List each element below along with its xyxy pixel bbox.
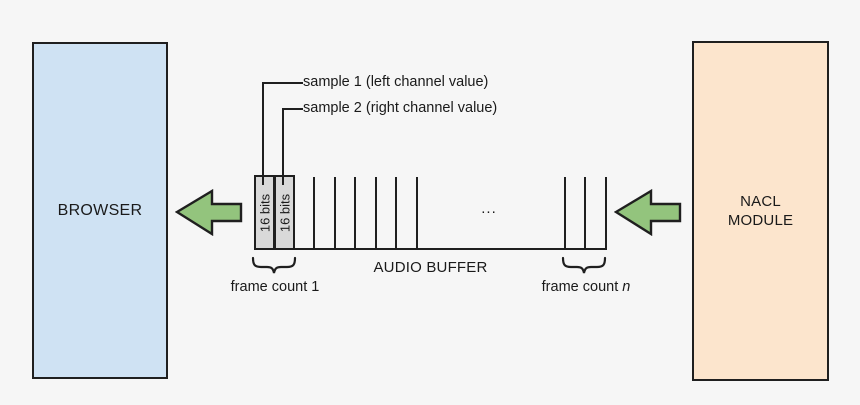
buffer-cell-divider bbox=[354, 177, 356, 250]
frame-count-n-variable: n bbox=[622, 279, 631, 295]
nacl-module-box: NACL MODULE bbox=[692, 41, 829, 381]
browser-box: BROWSER bbox=[32, 42, 168, 379]
sample2-cell: 16 bits bbox=[274, 175, 295, 250]
sample1-label: sample 1 (left channel value) bbox=[303, 74, 489, 90]
buffer-ellipsis: ... bbox=[481, 200, 497, 217]
buffer-cell-divider bbox=[334, 177, 336, 250]
nacl-label-line1: NACL bbox=[740, 193, 781, 210]
sample1-leader-line bbox=[262, 82, 303, 84]
sample2-leader-line bbox=[282, 108, 303, 110]
buffer-baseline bbox=[254, 248, 607, 250]
nacl-module-label: NACL MODULE bbox=[728, 192, 793, 230]
frame-count-n-label: frame count n bbox=[516, 279, 656, 295]
audio-buffer-label: AUDIO BUFFER bbox=[373, 259, 488, 276]
sample1-cell: 16 bits bbox=[254, 175, 275, 250]
sample2-label: sample 2 (right channel value) bbox=[303, 100, 498, 116]
right-arrow-icon bbox=[614, 189, 682, 236]
buffer-cell-divider bbox=[416, 177, 418, 250]
frame-count-n-brace bbox=[561, 256, 607, 274]
buffer-cell-divider bbox=[375, 177, 377, 250]
sample1-leader-line bbox=[262, 82, 264, 185]
sample2-cell-label: 16 bits bbox=[277, 193, 292, 232]
frame-count-1-label: frame count 1 bbox=[230, 279, 320, 295]
nacl-label-line2: MODULE bbox=[727, 212, 794, 229]
sample2-leader-line bbox=[282, 108, 284, 185]
buffer-cell-divider bbox=[395, 177, 397, 250]
buffer-cell-divider bbox=[564, 177, 566, 250]
left-arrow-icon bbox=[175, 189, 243, 236]
buffer-cell-divider bbox=[584, 177, 586, 250]
sample1-cell-label: 16 bits bbox=[257, 193, 272, 232]
frame-count-n-prefix: frame count bbox=[541, 279, 623, 295]
browser-label: BROWSER bbox=[57, 201, 143, 219]
buffer-cell-divider bbox=[313, 177, 315, 250]
buffer-cell-divider bbox=[605, 177, 607, 250]
frame-count-1-brace bbox=[251, 256, 297, 274]
